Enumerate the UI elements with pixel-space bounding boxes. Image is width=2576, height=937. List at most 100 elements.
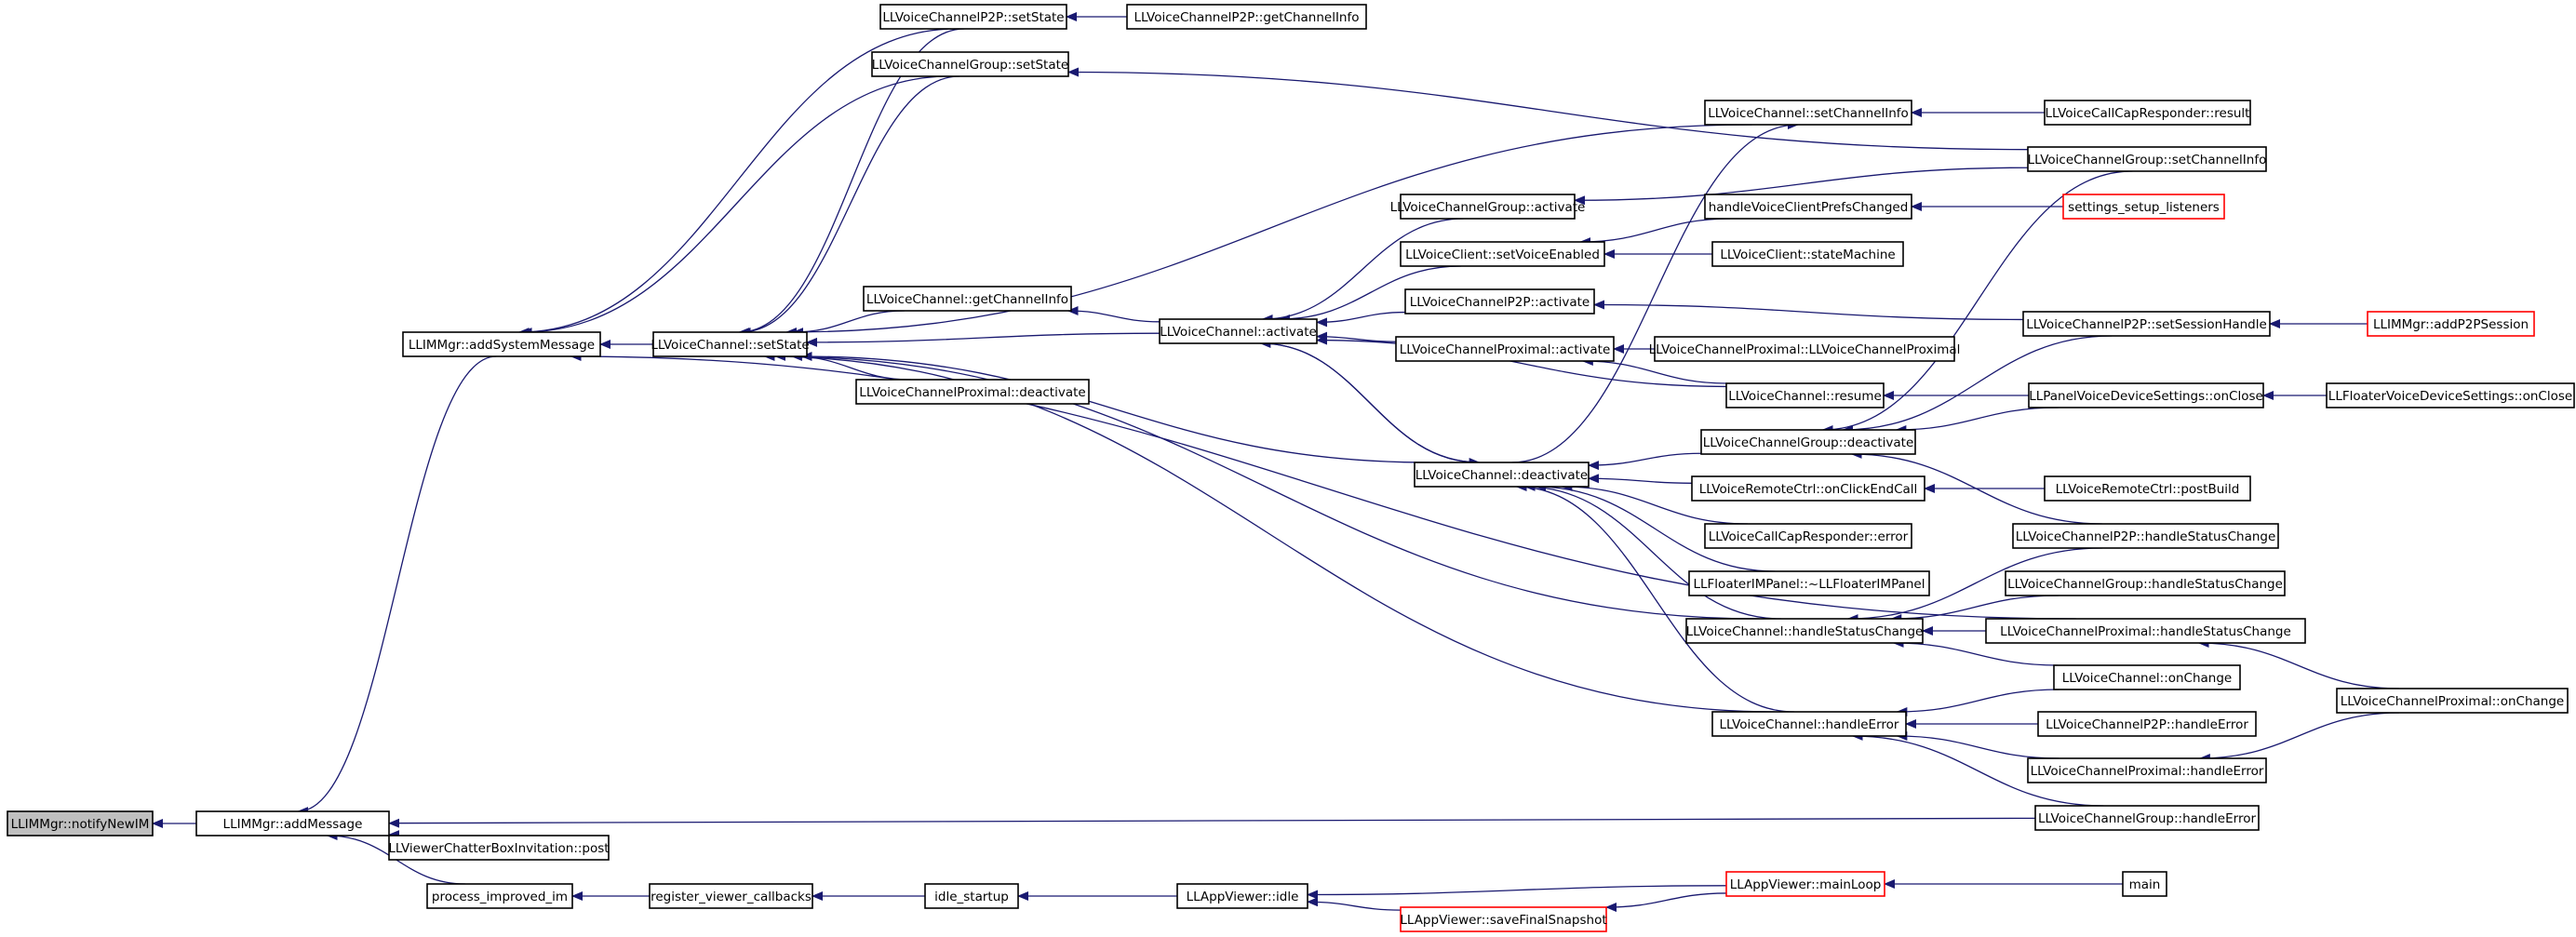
node-label: LLVoiceChannel::onChange <box>2062 671 2233 686</box>
function-node[interactable]: LLAppViewer::mainLoop <box>1725 871 1885 897</box>
node-box <box>2027 146 2267 172</box>
function-node[interactable]: LLVoiceCallCapResponder::error <box>1704 523 1912 549</box>
function-node[interactable]: LLIMMgr::addP2PSession <box>2367 311 2535 337</box>
function-node[interactable]: LLFloaterVoiceDeviceSettings::onClose <box>2326 382 2575 408</box>
node-label: LLVoiceChannel::setState <box>651 338 809 353</box>
node-label: LLIMMgr::addMessage <box>223 817 363 832</box>
node-label: LLVoiceChannel::handleError <box>1720 717 1899 732</box>
node-label: LLVoiceChannelProximal::onChange <box>2341 694 2564 709</box>
call-edge <box>1316 335 1727 388</box>
node-label: LLVoiceChannelP2P::handleError <box>2046 717 2248 732</box>
node-box <box>649 883 813 909</box>
call-edge <box>1515 482 1794 713</box>
function-node[interactable]: LLVoiceChannel::setState <box>651 331 810 357</box>
function-node[interactable]: LLFloaterIMPanel::~LLFloaterIMPanel <box>1688 570 1930 596</box>
node-box <box>1414 462 1590 488</box>
call-edge <box>1605 892 1727 913</box>
function-node[interactable]: LLVoiceChannelGroup::handleStatusChange <box>2005 570 2286 596</box>
node-box <box>652 331 808 357</box>
call-edge <box>388 817 2036 828</box>
function-node[interactable]: LLVoiceChannelGroup::handleError <box>2034 805 2260 831</box>
call-edge <box>1896 689 2059 716</box>
node-box <box>2037 711 2257 737</box>
node-label: LLAppViewer::mainLoop <box>1730 877 1882 892</box>
call-edge <box>1316 311 1406 328</box>
function-node[interactable]: settings_setup_listeners <box>2062 194 2225 220</box>
function-node[interactable]: LLVoiceChannel::onChange <box>2053 664 2241 690</box>
node-label: LLIMMgr::addP2PSession <box>2373 317 2529 332</box>
node-label: process_improved_im <box>432 890 568 904</box>
call-edge <box>570 352 2076 620</box>
call-edge <box>520 75 950 337</box>
node-box <box>1159 318 1318 344</box>
call-edge <box>774 352 1760 620</box>
call-edge <box>1574 167 2029 206</box>
node-label: LLVoiceClient::stateMachine <box>1720 248 1895 262</box>
node-box <box>1404 288 1595 315</box>
node-box <box>7 810 154 837</box>
node-label: register_viewer_callbacks <box>651 890 812 904</box>
function-node[interactable]: LLVoiceChannel::activate <box>1159 318 1318 344</box>
call-edge <box>2197 638 2399 689</box>
function-node[interactable]: LLVoiceClient::stateMachine <box>1711 241 1904 267</box>
function-node[interactable]: LLVoiceChannelGroup::setChannelInfo <box>2027 146 2267 172</box>
function-node[interactable]: LLIMMgr::addMessage <box>195 810 390 837</box>
node-box <box>1176 883 1308 909</box>
function-node[interactable]: LLVoiceChannelGroup::deactivate <box>1700 429 1916 455</box>
node-label: idle_startup <box>934 890 1009 904</box>
function-node[interactable]: LLVoiceChannel::getChannelInfo <box>863 286 1072 312</box>
function-node[interactable]: idle_startup <box>924 883 1019 909</box>
function-node[interactable]: LLVoiceCallCapResponder::result <box>2044 100 2251 126</box>
function-node[interactable]: LLPanelVoiceDeviceSettings::onClose <box>2028 382 2264 408</box>
node-label: LLVoiceChannelGroup::activate <box>1390 200 1586 215</box>
function-node[interactable]: LLVoiceChannelProximal::LLVoiceChannelPr… <box>1649 336 1961 362</box>
call-edge <box>1851 731 2104 807</box>
function-node[interactable]: process_improved_im <box>426 883 573 909</box>
call-edge <box>1895 407 2059 435</box>
node-label: LLPanelVoiceDeviceSettings::onClose <box>2029 389 2263 404</box>
function-node[interactable]: LLVoiceChannelGroup::activate <box>1390 194 1586 220</box>
function-node[interactable]: LLVoiceChannel::resume <box>1725 382 1885 408</box>
node-label: LLVoiceChannelProximal::handleError <box>2031 764 2264 779</box>
function-node[interactable]: LLVoiceChannelProximal::deactivate <box>855 379 1090 405</box>
function-node[interactable]: LLVoiceChannelP2P::activate <box>1404 288 1595 315</box>
function-node[interactable]: LLVoiceChannelProximal::handleStatusChan… <box>1985 618 2306 644</box>
function-node[interactable]: LLVoiceChannel::deactivate <box>1414 462 1590 488</box>
function-node[interactable]: LLAppViewer::idle <box>1176 883 1308 909</box>
function-node[interactable]: LLVoiceRemoteCtrl::postBuild <box>2044 475 2251 502</box>
function-node[interactable]: LLVoiceChannelP2P::getChannelInfo <box>1126 4 1367 30</box>
node-label: LLVoiceChannel::setChannelInfo <box>1708 106 1909 121</box>
node-box <box>2005 570 2286 596</box>
function-node[interactable]: register_viewer_callbacks <box>649 883 813 909</box>
function-node[interactable]: LLVoiceRemoteCtrl::onClickEndCall <box>1691 475 1925 502</box>
function-node[interactable]: LLVoiceChannelProximal::activate <box>1395 336 1615 362</box>
node-box <box>1685 618 1924 644</box>
function-node[interactable]: LLVoiceChannelP2P::handleError <box>2037 711 2257 737</box>
node-box <box>1725 871 1885 897</box>
function-node[interactable]: LLVoiceChannelP2P::handleStatusChange <box>2012 523 2279 549</box>
function-node[interactable]: LLVoiceChannelProximal::handleError <box>2027 757 2267 783</box>
function-node[interactable]: LLVoiceChannel::setChannelInfo <box>1704 100 1912 126</box>
node-box <box>2336 688 2569 714</box>
function-node[interactable]: LLAppViewer::saveFinalSnapshot <box>1400 906 1607 932</box>
node-label: LLVoiceClient::setVoiceEnabled <box>1405 248 1600 262</box>
call-edge <box>1523 482 1781 620</box>
node-box <box>402 331 601 357</box>
function-node[interactable]: LLVoiceChannelGroup::setState <box>871 51 1069 77</box>
function-node[interactable]: LLIMMgr::notifyNewIM <box>7 810 154 837</box>
function-node[interactable]: LLVoiceChannelP2P::setState <box>879 4 1067 30</box>
function-node[interactable]: LLVoiceChannelProximal::onChange <box>2336 688 2569 714</box>
node-box <box>2034 805 2260 831</box>
function-node[interactable]: LLIMMgr::addSystemMessage <box>402 331 601 357</box>
function-node[interactable]: LLVoiceChannel::handleError <box>1711 711 1907 737</box>
function-node[interactable]: LLVoiceChannel::handleStatusChange <box>1685 618 1924 644</box>
function-node[interactable]: LLVoiceClient::setVoiceEnabled <box>1400 241 1605 267</box>
node-label: LLFloaterIMPanel::~LLFloaterIMPanel <box>1694 577 1925 592</box>
call-edge <box>763 352 1776 713</box>
function-node[interactable]: LLViewerChatterBoxInvitation::post <box>388 835 610 861</box>
function-node[interactable]: handleVoiceClientPrefsChanged <box>1704 194 1912 220</box>
node-label: LLVoiceRemoteCtrl::postBuild <box>2056 482 2240 497</box>
function-node[interactable]: LLVoiceChannelP2P::setSessionHandle <box>2022 311 2271 337</box>
node-box <box>1395 336 1615 362</box>
function-node[interactable]: main <box>2122 871 2167 897</box>
